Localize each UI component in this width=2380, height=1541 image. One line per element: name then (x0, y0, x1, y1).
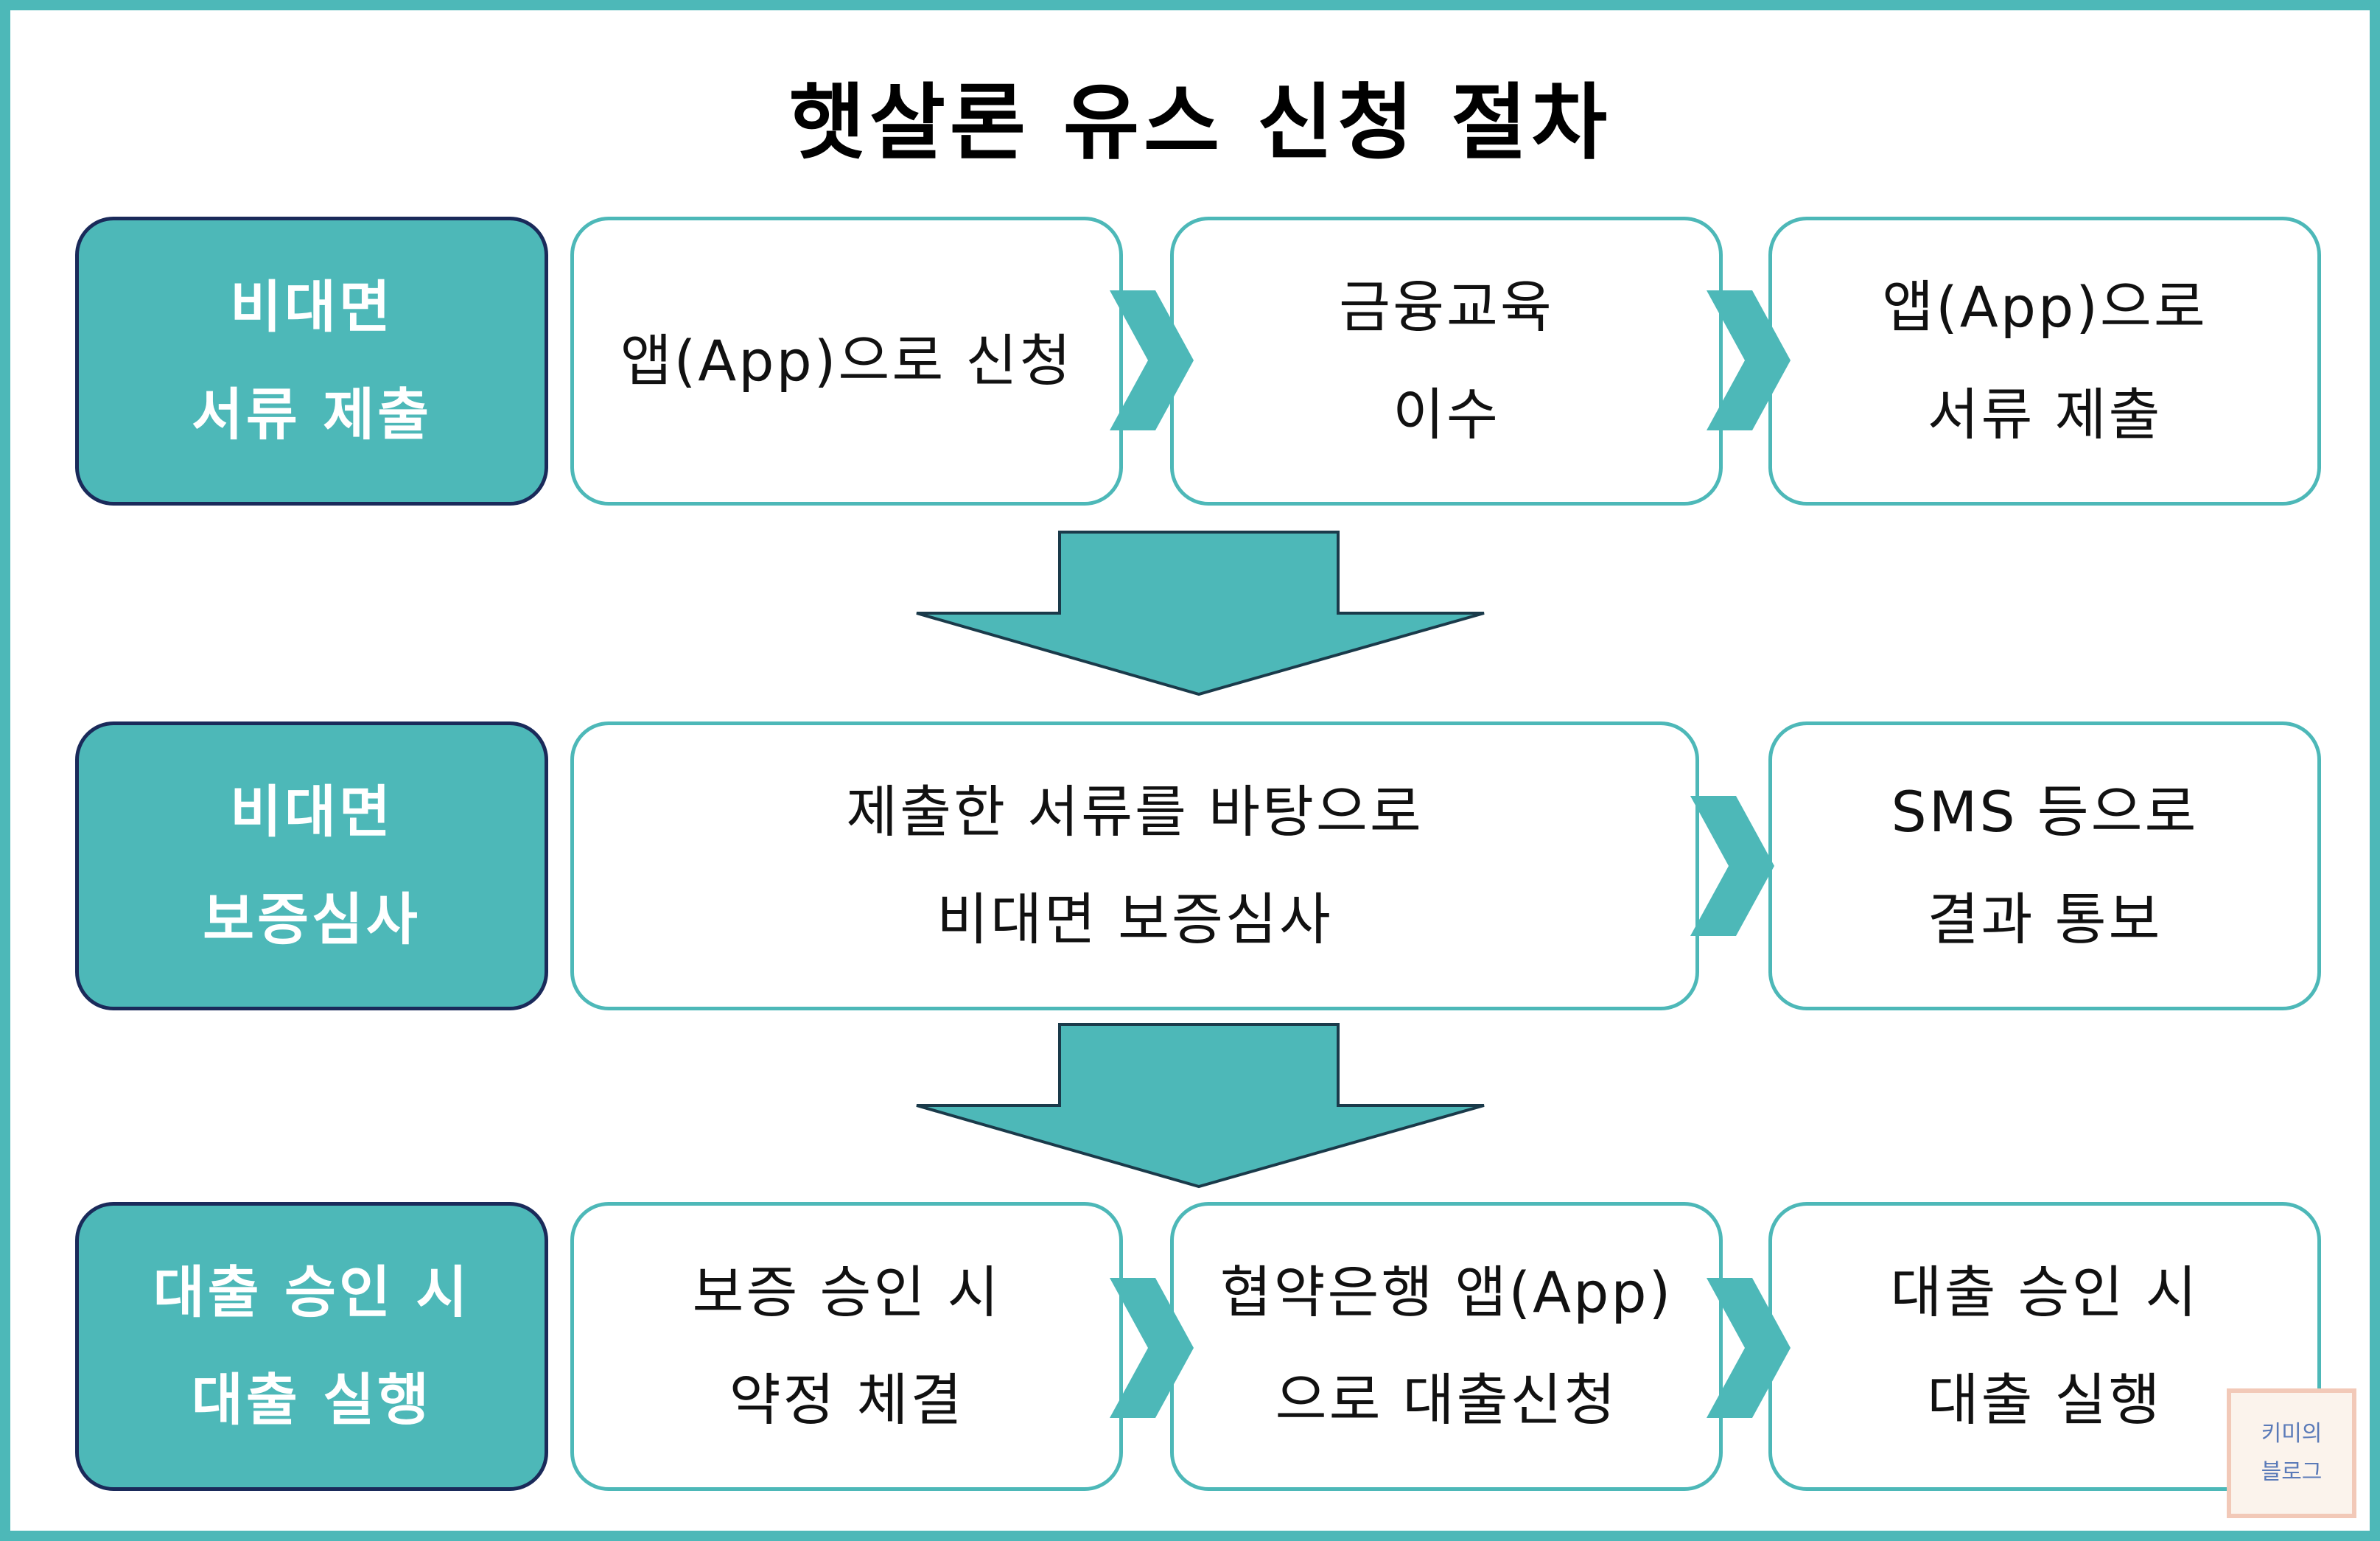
blog-watermark: 키미의 블로그 (2227, 1388, 2356, 1518)
row3-step3: 대출 승인 시 대출 실행 (1768, 1202, 2321, 1491)
page-title: 햇살론 유스 신청 절차 (788, 75, 1612, 171)
row2-label: 비대면 보증심사 (75, 721, 548, 1010)
row2-step1-line2: 비대면 보증심사 (937, 887, 1333, 952)
chevron-right-icon (1690, 796, 1774, 936)
row1-step3-line1: 앱(App)으로 (1882, 274, 2208, 340)
chevron-right-icon (1110, 290, 1194, 430)
row1-label-line1: 비대면 (230, 274, 393, 340)
row3-label-line2: 대출 실행 (191, 1367, 433, 1433)
row2-label-line1: 비대면 (230, 779, 393, 845)
row3-step2: 협약은행 앱(App) 으로 대출신청 (1170, 1202, 1723, 1491)
row2-step1-line1: 제출한 서류를 바탕으로 (846, 779, 1424, 845)
row3-step2-line1: 협약은행 앱(App) (1219, 1259, 1673, 1325)
row2-step1: 제출한 서류를 바탕으로 비대면 보증심사 (570, 721, 1699, 1010)
row3-step1-line1: 보증 승인 시 (692, 1259, 1001, 1325)
watermark-line2: 블로그 (2261, 1459, 2323, 1485)
row2-label-line2: 보증심사 (203, 887, 421, 952)
row1-step1: 앱(App)으로 신청 (570, 217, 1123, 506)
row3-step3-line2: 대출 실행 (1927, 1367, 2163, 1433)
chevron-right-icon (1707, 290, 1791, 430)
row2-step2: SMS 등으로 결과 통보 (1768, 721, 2321, 1010)
row2-step2-line1: SMS 등으로 (1891, 779, 2199, 845)
chevron-right-icon (1707, 1278, 1791, 1418)
row1-step3-line2: 서류 제출 (1927, 382, 2163, 447)
row1-step2-line1: 금융교육 (1339, 274, 1554, 340)
row1-label: 비대면 서류 제출 (75, 217, 548, 506)
chevron-right-icon (1110, 1278, 1194, 1418)
row3-step2-line2: 으로 대출신청 (1275, 1367, 1618, 1433)
down-arrow-icon (916, 1023, 1485, 1189)
row2-step2-line2: 결과 통보 (1927, 887, 2163, 952)
row1-step3: 앱(App)으로 서류 제출 (1768, 217, 2321, 506)
row1-step2-line2: 이수 (1393, 382, 1500, 447)
row1-step2: 금융교육 이수 (1170, 217, 1723, 506)
down-arrow-icon (916, 531, 1485, 696)
row1-step1-line1: 앱(App)으로 신청 (620, 328, 1074, 394)
row3-step1: 보증 승인 시 약정 체결 (570, 1202, 1123, 1491)
row3-label-line1: 대출 승인 시 (153, 1259, 471, 1325)
row1-label-line2: 서류 제출 (191, 382, 433, 447)
row3-step3-line1: 대출 승인 시 (1890, 1259, 2199, 1325)
row3-step1-line2: 약정 체결 (729, 1367, 965, 1433)
watermark-line1: 키미의 (2261, 1421, 2323, 1447)
row3-label: 대출 승인 시 대출 실행 (75, 1202, 548, 1491)
